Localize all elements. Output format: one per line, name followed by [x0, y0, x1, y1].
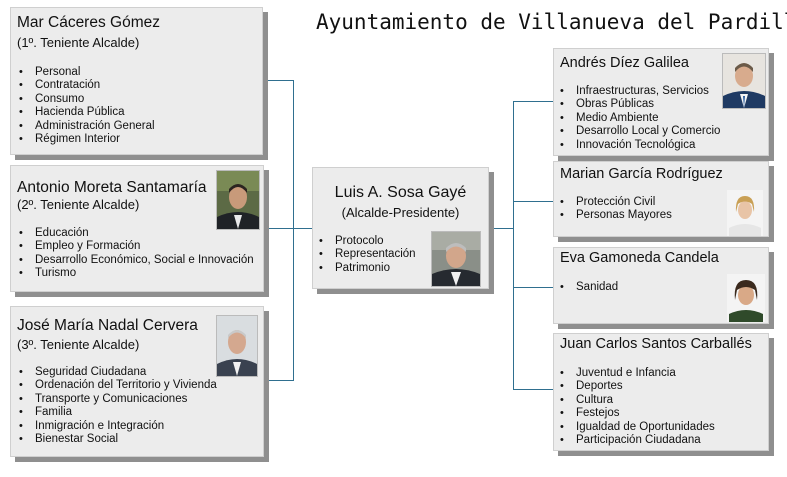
list-item: Participación Ciudadana [558, 434, 715, 448]
responsibility-list: Protocolo Representación Patrimonio [317, 235, 416, 276]
member-box-7: Juan Carlos Santos Carballés Juventud e … [553, 333, 769, 451]
member-name: José María Nadal Cervera [17, 317, 198, 334]
list-item: Educación [17, 227, 254, 241]
portrait-photo [216, 315, 258, 377]
list-item: Familia [17, 406, 217, 420]
member-box-3: José María Nadal Cervera (3º. Teniente A… [10, 306, 264, 457]
member-box-5: Marian García Rodríguez Protección Civil… [553, 161, 769, 237]
list-item: Consumo [17, 93, 155, 107]
member-role: (3º. Teniente Alcalde) [17, 337, 140, 352]
connector-right-vertical [513, 101, 514, 390]
list-item: Medio Ambiente [558, 112, 720, 126]
member-role: (1º. Teniente Alcalde) [17, 35, 140, 50]
list-item: Infraestructuras, Servicios [558, 85, 720, 99]
connector-left-2 [265, 228, 312, 229]
list-item: Inmigración e Integración [17, 420, 217, 434]
list-item: Administración General [17, 120, 155, 134]
mayor-role: (Alcalde-Presidente) [341, 205, 460, 220]
connector-right-2 [513, 201, 553, 202]
responsibility-list: Sanidad [558, 281, 618, 295]
list-item: Protección Civil [558, 196, 672, 210]
list-item: Innovación Tecnológica [558, 139, 720, 153]
member-box-2: Antonio Moreta Santamaría (2º. Teniente … [10, 165, 264, 292]
member-box-6: Eva Gamoneda Candela Sanidad [553, 247, 769, 324]
list-item: Personal [17, 66, 155, 80]
list-item: Régimen Interior [17, 133, 155, 147]
member-name: Mar Cáceres Gómez [17, 14, 160, 31]
member-name: Juan Carlos Santos Carballés [560, 336, 752, 352]
list-item: Patrimonio [317, 262, 416, 276]
connector-left-1 [265, 80, 294, 81]
list-item: Representación [317, 248, 416, 262]
responsibility-list: Seguridad Ciudadana Ordenación del Terri… [17, 366, 217, 447]
connector-right-3 [513, 287, 553, 288]
list-item: Empleo y Formación [17, 240, 254, 254]
list-item: Juventud e Infancia [558, 367, 715, 381]
connector-right-1 [513, 101, 553, 102]
responsibility-list: Personal Contratación Consumo Hacienda P… [17, 66, 155, 147]
responsibility-list: Juventud e Infancia Deportes Cultura Fes… [558, 367, 715, 448]
list-item: Transporte y Comunicaciones [17, 393, 217, 407]
list-item: Desarrollo Económico, Social e Innovació… [17, 254, 254, 268]
list-item: Hacienda Pública [17, 106, 155, 120]
list-item: Personas Mayores [558, 209, 672, 223]
connector-right-4 [513, 389, 553, 390]
member-role: (2º. Teniente Alcalde) [17, 197, 140, 212]
list-item: Ordenación del Territorio y Vivienda [17, 379, 217, 393]
list-item: Seguridad Ciudadana [17, 366, 217, 380]
portrait-photo [722, 53, 766, 109]
list-item: Festejos [558, 407, 715, 421]
mayor-box: Luis A. Sosa Gayé (Alcalde-Presidente) P… [312, 167, 489, 289]
member-name: Marian García Rodríguez [560, 166, 723, 182]
page-title: Ayuntamiento de Villanueva del Pardillo [316, 10, 787, 34]
list-item: Turismo [17, 267, 254, 281]
portrait-photo [727, 190, 763, 236]
list-item: Sanidad [558, 281, 618, 295]
responsibility-list: Protección Civil Personas Mayores [558, 196, 672, 223]
connector-left-3 [265, 380, 294, 381]
list-item: Contratación [17, 79, 155, 93]
responsibility-list: Educación Empleo y Formación Desarrollo … [17, 227, 254, 281]
connector-right-main [490, 228, 514, 229]
list-item: Igualdad de Oportunidades [558, 421, 715, 435]
list-item: Cultura [558, 394, 715, 408]
connector-left-vertical [293, 80, 294, 381]
portrait-photo [431, 231, 481, 287]
portrait-photo [216, 170, 260, 230]
responsibility-list: Infraestructuras, Servicios Obras Públic… [558, 85, 720, 152]
list-item: Bienestar Social [17, 433, 217, 447]
member-name: Antonio Moreta Santamaría [17, 179, 207, 196]
member-name: Andrés Díez Galilea [560, 55, 689, 71]
member-box-1: Mar Cáceres Gómez (1º. Teniente Alcalde)… [10, 7, 263, 155]
member-box-4: Andrés Díez Galilea Infraestructuras, Se… [553, 48, 769, 156]
member-name: Eva Gamoneda Candela [560, 250, 719, 266]
portrait-photo [727, 274, 765, 322]
list-item: Deportes [558, 380, 715, 394]
list-item: Desarrollo Local y Comercio [558, 125, 720, 139]
list-item: Obras Públicas [558, 98, 720, 112]
list-item: Protocolo [317, 235, 416, 249]
mayor-name: Luis A. Sosa Gayé [334, 184, 467, 201]
